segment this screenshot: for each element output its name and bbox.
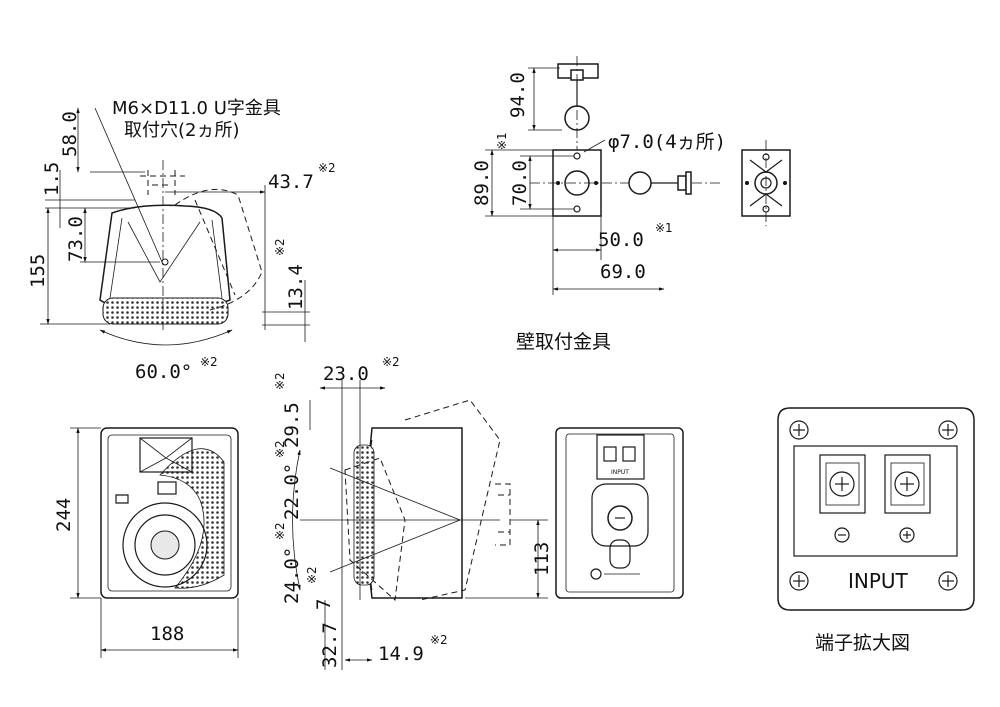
plus-symbol (899, 527, 915, 543)
dim-60-note: ※2 (200, 355, 218, 369)
dim-70-text: 70.0 (509, 160, 531, 206)
hole-leader (94, 107, 163, 263)
terminal-input-label: INPUT (848, 569, 909, 593)
terminal-screw-2 (938, 420, 958, 440)
dim-7-text: 7 (313, 599, 335, 610)
dim-69-text: 69.0 (600, 261, 646, 283)
front-horn (139, 437, 193, 473)
bracket-title: 壁取付金具 (516, 331, 611, 353)
hole-spec-label: M6×D11.0 U字金具 (112, 98, 281, 119)
side-rotated-outline-down (344, 457, 406, 602)
dim-50-note: ※1 (655, 221, 673, 235)
front-logo-badge (157, 481, 177, 495)
dim-29-5-text: 29.5 (281, 402, 303, 448)
rear-hook (609, 539, 631, 569)
rear-inner-frame (565, 433, 675, 593)
side-angle-line-2 (329, 519, 461, 573)
dim-73-text: 73.0 (65, 216, 87, 262)
hole-dia-leader (583, 139, 606, 153)
dim-7-note: ※2 (305, 566, 319, 584)
terminal-screw-1 (789, 420, 809, 440)
dim-58-text: 58.0 (59, 111, 81, 157)
dim-24-note: ※2 (273, 522, 287, 540)
side-angle-line-1 (329, 467, 461, 521)
dim-1-5-text: 1.5 (41, 162, 63, 196)
front-woofer-cap (150, 530, 180, 560)
rear-terminal-2 (622, 446, 636, 462)
dim-22-note: ※2 (273, 440, 287, 458)
side-cabinet (366, 427, 463, 599)
rear-hole-4 (783, 181, 787, 185)
top-view-edge-left (109, 217, 123, 299)
top-view-rib (127, 221, 201, 283)
dim-60-arc (99, 329, 233, 346)
dim-244-text: 244 (53, 498, 75, 532)
terminal-plate (777, 407, 975, 611)
dim-13-4-text: 13.4 (285, 264, 307, 310)
side-rotated-outline-up (404, 399, 501, 601)
rear-symbol (590, 568, 602, 580)
dim-94-text: 94.0 (507, 72, 529, 118)
dim-113-text: 113 (531, 542, 553, 576)
rear-mount-plate (591, 483, 649, 547)
plate-hole-4 (594, 181, 598, 185)
front-cabinet-inner (107, 434, 232, 592)
dim-89-text: 89.0 (471, 160, 493, 206)
dim-23-text: 23.0 (323, 363, 369, 385)
bracket-side-plate (685, 171, 692, 195)
side-angle-arc (292, 449, 301, 591)
side-view: 23.0 ※2 29.5 ※2 22.0° ※2 24.0° ※2 7 ※2 3… (273, 355, 553, 670)
dim-43-7-text: 43.7 (268, 171, 314, 193)
top-view-bracket (140, 170, 185, 195)
dim-14-9-note: ※2 (430, 633, 448, 647)
rear-terminal-1 (603, 446, 617, 462)
dim-32-7-text: 32.7 (319, 622, 341, 668)
terminal-panel (793, 445, 958, 557)
front-woofer-outer (122, 502, 208, 588)
hole-count-label: 取付穴(2ヵ所) (124, 120, 240, 141)
dim-155-text: 155 (27, 254, 49, 288)
rear-input-label: INPUT (611, 469, 629, 476)
terminal-title: 端子拡大図 (815, 632, 910, 654)
dim-29-5-note: ※2 (273, 372, 287, 390)
dim-22-text: 22.0° (281, 463, 303, 520)
top-view-grille (102, 297, 229, 325)
dim-24-text: 24.0° (281, 547, 303, 604)
front-view: 244 188 (53, 427, 239, 658)
dim-94-note: ※1 (495, 132, 509, 150)
front-woofer-cone (134, 514, 196, 576)
terminal-screw-3 (789, 571, 809, 591)
top-view-rotated-edge (194, 199, 236, 296)
dim-43-7-note: ※2 (318, 161, 336, 175)
front-port (115, 494, 129, 504)
front-horn-lines (139, 437, 193, 473)
hole-dia-text: φ7.0(4ヵ所) (608, 131, 726, 153)
minus-symbol (834, 527, 850, 543)
dim-60-text: 60.0° (135, 361, 192, 383)
dim-188-text: 188 (150, 623, 184, 645)
bracket-side-ball (628, 171, 652, 195)
rear-view: INPUT (555, 427, 684, 599)
dim-14-9-text: 14.9 (378, 643, 424, 665)
terminal-enlarged: INPUT 端子拡大図 (777, 407, 975, 654)
top-view-edge-right (211, 219, 223, 299)
dim-50-text: 50.0 (598, 229, 644, 251)
rear-hole-3 (745, 181, 749, 185)
terminal-block-1 (819, 454, 866, 514)
bracket-side-knob (677, 175, 687, 191)
front-grille (159, 448, 225, 589)
side-bracket (495, 483, 511, 546)
dim-23-note: ※2 (382, 355, 400, 369)
terminal-block-2 (884, 454, 931, 514)
top-view: M6×D11.0 U字金具 取付穴(2ヵ所) 58.0 1.5 155 73.0… (27, 98, 336, 383)
dim-13-4-note: ※2 (273, 238, 287, 256)
rear-terminal-plate (596, 434, 645, 480)
bracket-views: 94.0 ※1 89.0 70.0 φ7.0(4ヵ所) 50.0 ※1 69.0… (471, 56, 791, 353)
top-view-rotated-outline (174, 188, 263, 311)
terminal-screw-4 (938, 571, 958, 591)
